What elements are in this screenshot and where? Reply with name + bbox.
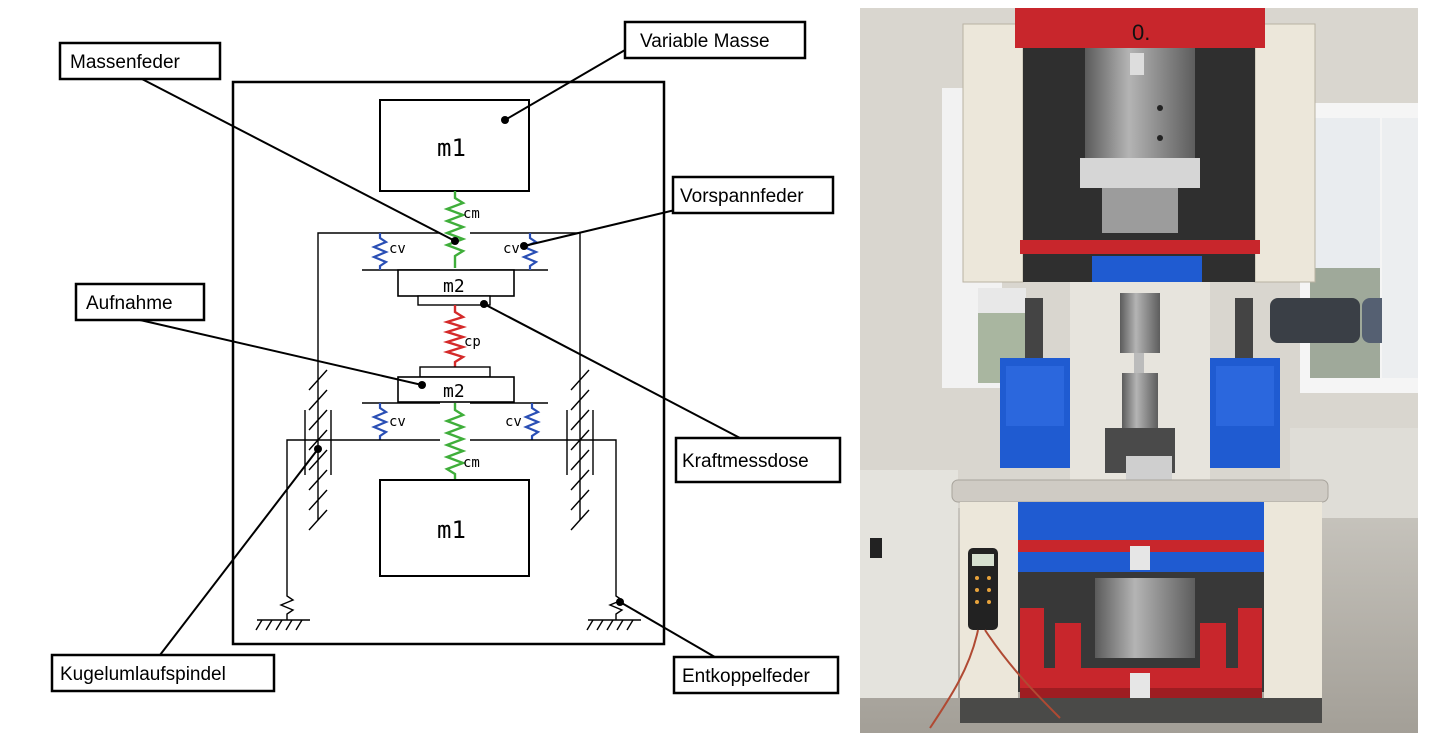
- callout-vorspannfeder: Vorspannfeder: [671, 175, 835, 215]
- callout-variable-masse: Variable Masse: [623, 20, 807, 60]
- callout-kugelumlaufspindel: Kugelumlaufspindel: [50, 653, 276, 693]
- upper-frame: [317, 232, 440, 372]
- load-cell: [1120, 293, 1160, 353]
- control-cabinet: [860, 470, 958, 698]
- spring-cm-bottom-label: cm: [463, 455, 480, 471]
- callout-kraftmessdose: Kraftmessdose: [674, 436, 842, 484]
- mass-m1-top-label: m1: [437, 134, 466, 162]
- mass-m2-upper-label: m2: [443, 276, 465, 297]
- right-guide-column: [1235, 298, 1253, 358]
- spring-cm-top-label: cm: [463, 206, 480, 222]
- spring-cp-label: cp: [464, 334, 481, 350]
- callout-massenfeder: Massenfeder: [58, 41, 222, 81]
- spring-cv-bottom-left: [371, 403, 389, 440]
- top-red-beam: [1015, 8, 1265, 48]
- machine-photo: 0.: [860, 8, 1418, 733]
- handheld-controller: [968, 548, 998, 630]
- spring-cm-bottom: [443, 403, 467, 480]
- spring-cp: [442, 305, 468, 367]
- lower-body-right: [1264, 502, 1322, 702]
- mass-m2-lower: [397, 376, 515, 403]
- machine-base: [960, 698, 1322, 723]
- spring-cv-top-right-label: cv: [503, 241, 520, 257]
- svg-text:Variable Masse: Variable Masse: [640, 31, 770, 52]
- ball-screw-right: [566, 369, 594, 531]
- decoupling-spring-right: [586, 591, 641, 631]
- svg-text:Vorspannfeder: Vorspannfeder: [680, 186, 804, 207]
- photo-overlay-text: 0.: [1132, 20, 1150, 45]
- spring-cv-bottom-left-label: cv: [389, 414, 406, 430]
- callout-aufnahme: Aufnahme: [74, 282, 206, 322]
- mass-m1-bottom: [379, 479, 530, 577]
- mass-m2-lower-label: m2: [443, 381, 465, 402]
- svg-text:Massenfeder: Massenfeder: [70, 52, 181, 73]
- cables: [929, 629, 1061, 729]
- specimen-holder-plate: [419, 366, 491, 378]
- svg-text:Kugelumlaufspindel: Kugelumlaufspindel: [60, 664, 226, 685]
- blue-ring: [1092, 256, 1202, 282]
- housing-frame: [231, 80, 666, 646]
- spring-cv-bottom-right-label: cv: [505, 414, 522, 430]
- schematic-diagram: m1 cm cv cv m2 cp m2 cv cv cm m1: [50, 20, 842, 695]
- upper-housing-left-door: [962, 23, 1024, 283]
- mid-red-beam: [1020, 240, 1260, 254]
- load-cell-plate: [417, 295, 491, 306]
- lower-frame-right: [470, 439, 617, 591]
- svg-text:Entkoppelfeder: Entkoppelfeder: [682, 666, 810, 687]
- spring-cm-top: [443, 191, 467, 268]
- machine-table: [951, 479, 1329, 503]
- left-guide-column: [1025, 298, 1043, 358]
- decoupling-spring-left: [255, 591, 310, 631]
- spring-cv-bottom-right: [523, 403, 541, 440]
- upper-housing-right-door: [1254, 23, 1316, 283]
- svg-text:Kraftmessdose: Kraftmessdose: [682, 451, 809, 472]
- svg-text:Aufnahme: Aufnahme: [86, 293, 173, 314]
- mass-m1-bottom-label: m1: [437, 516, 466, 544]
- window-right: [1270, 103, 1418, 393]
- bottom-mass-cylinder: [1095, 578, 1195, 658]
- callout-entkoppelfeder: Entkoppelfeder: [672, 655, 840, 695]
- spring-cv-top-left-label: cv: [389, 241, 406, 257]
- lower-frame-left: [286, 439, 440, 591]
- leader-lines: [139, 49, 741, 661]
- spring-cv-top-right: [521, 233, 539, 270]
- spring-cv-top-left: [371, 233, 389, 270]
